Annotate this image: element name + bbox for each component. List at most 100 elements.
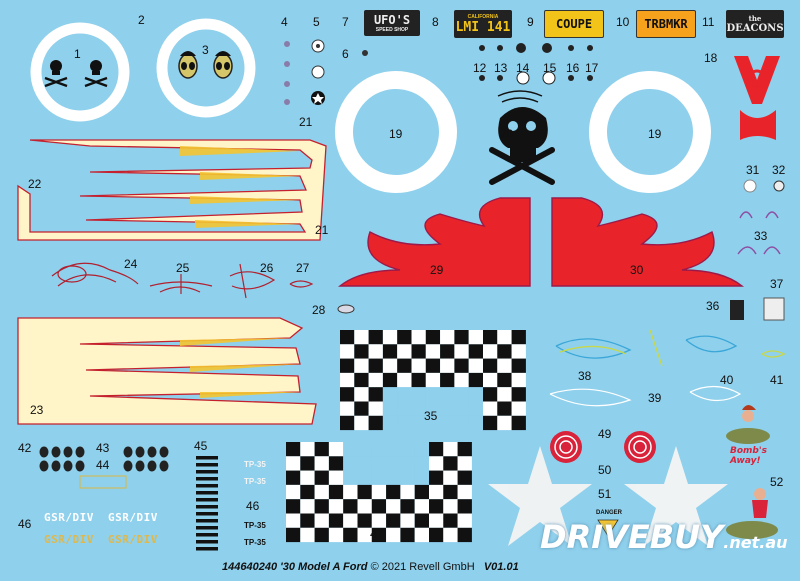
gsr-div-white-right: GSR/DIV: [108, 511, 158, 524]
decal-number: 36: [706, 299, 720, 313]
plate-coupe-text: COUPE: [555, 17, 593, 31]
decal-number: 23: [30, 403, 44, 417]
skull-crossbones-icon: [44, 60, 68, 88]
decal-number: 30: [630, 263, 644, 277]
small-badges-5: [311, 39, 325, 105]
badge-36: [730, 300, 744, 320]
pinstripe-41: [761, 350, 786, 358]
skull-crossbones-icon: [84, 60, 108, 88]
decal-number: 25: [176, 261, 190, 275]
bombs-away-text: Bomb's Away!: [730, 446, 767, 466]
decal-number: 39: [648, 391, 662, 405]
danger-triangle-51: [597, 519, 619, 537]
decal-number: 47: [370, 527, 384, 541]
watermark-brand: DRIVEBUY: [540, 518, 724, 556]
decal-number: 31: [746, 163, 760, 177]
yellow-label-44: [79, 475, 127, 489]
pinstripe-24: [51, 262, 139, 287]
decal-number: 16: [566, 61, 580, 75]
flame-29: [338, 197, 531, 287]
checker-panel-35: [340, 330, 526, 431]
decal-number: 52: [770, 475, 784, 489]
alien-head-icon: [178, 51, 198, 79]
arc-lines-20: [497, 90, 543, 103]
decal-number: 20: [500, 127, 514, 141]
white-stars-50: [488, 446, 728, 546]
plate-trbmkr-text: TRBMKR: [644, 17, 688, 31]
footer-model: '30 Model A Ford: [280, 561, 368, 573]
decal-number: 8: [432, 15, 439, 29]
decal-number: 15: [543, 61, 557, 75]
decal-number: 7: [342, 15, 349, 29]
footer-version: V01.01: [483, 561, 519, 573]
decal-number: 10: [616, 15, 630, 29]
decal-number: 5: [313, 15, 320, 29]
gsr-div-white-left: GSR/DIV: [44, 511, 94, 524]
watermark-tld: .net.au: [723, 533, 788, 552]
pinstripe-39: [549, 385, 742, 407]
skull-crossbones-20-icon: [489, 107, 555, 185]
flame-stripe-23: [17, 317, 317, 425]
plate-california: CALIFORNIA LMI 141: [454, 10, 512, 38]
decal-number: 12: [473, 61, 487, 75]
tp35-3: TP-35: [244, 521, 266, 530]
decal-number: 49: [598, 427, 612, 441]
flame-stripe-21-22: [17, 139, 327, 241]
badge-37: [763, 297, 785, 321]
pinstripe-38: [555, 338, 632, 359]
decal-number: 44: [96, 458, 110, 472]
decal-number: 38: [578, 369, 592, 383]
decal-number: 33: [754, 229, 768, 243]
decal-number: 17: [585, 61, 599, 75]
decal-number: 32: [772, 163, 786, 177]
decal-number: 24: [124, 257, 138, 271]
dot-6: [362, 50, 368, 56]
decal-number: 21: [315, 223, 329, 237]
roundel-3: [156, 18, 256, 118]
decal-number: 4: [281, 15, 288, 29]
plate-deacons: the DEACONS: [726, 10, 784, 38]
tp35-1: TP-35: [244, 460, 266, 469]
decal-number: 1: [74, 47, 81, 61]
decal-number: 27: [296, 261, 310, 275]
decal-number: 3: [202, 43, 209, 57]
decal-number: 42: [18, 441, 32, 455]
small-dots-4: [284, 41, 290, 105]
plate-california-text: LMI 141: [455, 19, 511, 35]
decal-number: 37: [770, 277, 784, 291]
v8-emblem-18: [734, 56, 780, 140]
badge-32: [773, 180, 785, 192]
decal-number: 26: [260, 261, 274, 275]
decal-number: 35: [424, 409, 438, 423]
roundel-1: [30, 22, 130, 122]
gsr-div-gold-right: GSR/DIV: [108, 533, 158, 546]
flame-tips-yellow: [180, 146, 300, 228]
grenades-42: [39, 446, 169, 472]
plate-deacons-line2: DEACONS: [726, 23, 784, 34]
black-bars-45: [196, 456, 218, 551]
decal-number: 11: [702, 15, 715, 29]
alien-head-icon: [213, 51, 233, 79]
decal-number: 51: [598, 487, 612, 501]
decal-number: 18: [704, 51, 718, 65]
footer-copyright: © 2021 Revell GmbH: [370, 561, 475, 573]
plate-deacons-line1: the: [748, 14, 762, 23]
plate-ufos-sub: SPEED SHOP: [375, 27, 409, 33]
plate-ufos: UFO'S SPEED SHOP: [364, 10, 420, 36]
flame-30: [551, 197, 744, 287]
gsr-div-gold-left: GSR/DIV: [44, 533, 94, 546]
tp35-2: TP-35: [244, 477, 266, 486]
gauge-set: [479, 43, 593, 85]
tp35-4: TP-35: [244, 538, 266, 547]
decal-number: 9: [527, 15, 534, 29]
decal-number: 46: [246, 499, 260, 513]
decal-number: 29: [430, 263, 444, 277]
pinstripe-40: [649, 329, 738, 367]
decal-number: 6: [342, 47, 349, 61]
decal-number: 43: [96, 441, 110, 455]
pinup-bomb-52: [726, 405, 778, 539]
roundel-19-right: [589, 71, 711, 193]
pinstripe-27: [289, 280, 314, 288]
